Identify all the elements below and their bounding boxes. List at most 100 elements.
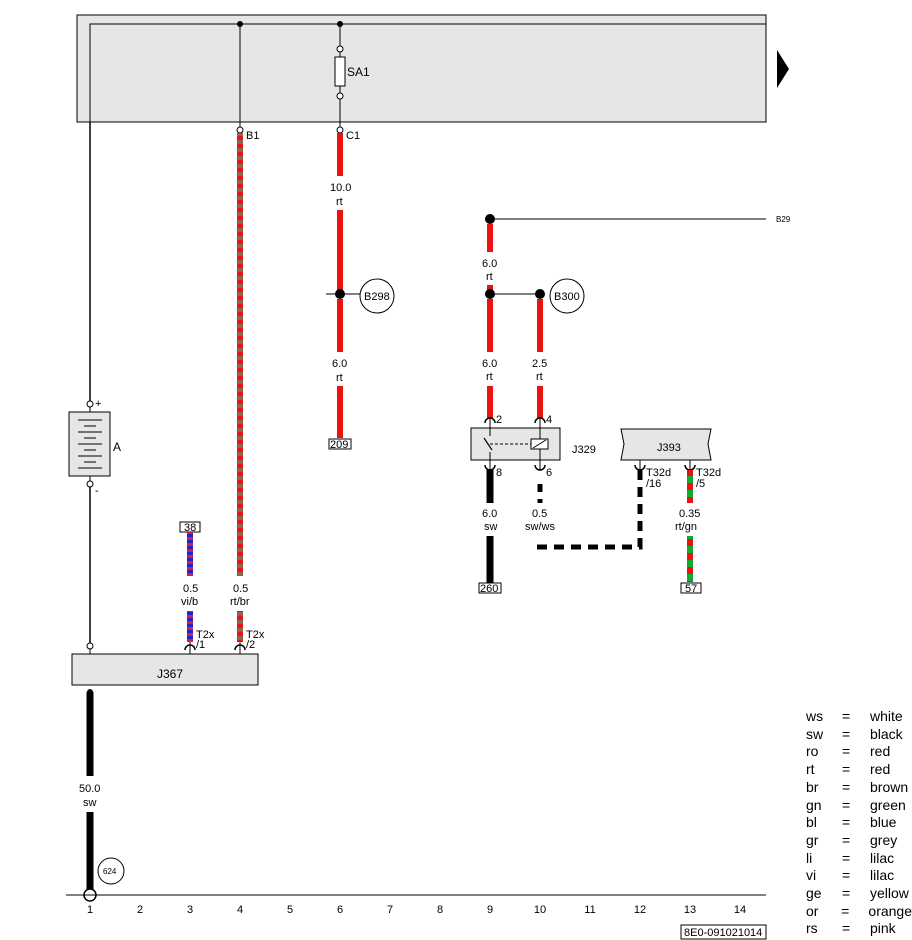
legend-row: gn=green: [806, 797, 912, 815]
legend-code: ws: [806, 708, 824, 724]
j393-pin16-label-a: T32d: [646, 467, 671, 479]
legend-row: ws=white: [806, 708, 912, 726]
connection-b300-label: B300: [554, 291, 580, 303]
column-number-13: 13: [684, 904, 696, 916]
battery-plus-label: +: [95, 398, 101, 410]
ground-point-624-label: 624: [103, 867, 117, 876]
legend-row: or=orange: [806, 903, 912, 921]
legend-equals: =: [842, 796, 851, 813]
legend-equals: =: [842, 743, 851, 760]
wire-6-rt-col6-size: 6.0: [332, 358, 347, 370]
fuse-contact-bottom: [336, 92, 344, 100]
column-number-7: 7: [387, 904, 393, 916]
component-j367[interactable]: [71, 653, 259, 686]
b29-label: B29: [776, 215, 791, 224]
wire-6-sw-color: sw: [484, 521, 498, 533]
column-number-4: 4: [237, 904, 243, 916]
wire-05-swws-color: sw/ws: [525, 521, 555, 533]
wire-vib-size: 0.5: [183, 583, 198, 595]
ref-38-label: 38: [184, 522, 196, 534]
legend-color-name: blue: [870, 814, 897, 831]
legend-row: vi=lilac: [806, 867, 912, 885]
terminal-c1-label: C1: [346, 130, 360, 142]
connection-b300[interactable]: [549, 278, 585, 314]
j367-terminal-col1: [86, 642, 94, 650]
legend-color-name: red: [870, 743, 891, 760]
legend-equals: =: [842, 814, 851, 831]
legend-equals: =: [842, 725, 851, 742]
ref-57[interactable]: [680, 582, 702, 594]
legend-equals: =: [842, 778, 851, 795]
wire-6-rt-col9-top-color: rt: [486, 271, 493, 283]
j393-label: J393: [657, 442, 681, 454]
battery-plus-terminal: [86, 400, 94, 408]
j329-pin6-label: 6: [546, 467, 552, 479]
j367-label: J367: [157, 667, 183, 681]
legend-equals: =: [841, 902, 850, 919]
legend-row: li=lilac: [806, 850, 912, 868]
legend-code: gr: [806, 831, 819, 848]
legend-row: ge=yellow: [806, 885, 912, 903]
legend-equals: =: [842, 831, 851, 848]
legend-equals: =: [842, 708, 851, 724]
legend-color-name: lilac: [870, 867, 895, 884]
legend-equals: =: [842, 761, 851, 778]
legend-row: rt=red: [806, 761, 912, 779]
battery-minus-terminal: [86, 480, 94, 488]
fuse-sa1[interactable]: [334, 56, 346, 87]
legend-equals: =: [842, 885, 851, 902]
legend-row: sw=black: [806, 726, 912, 744]
component-j393[interactable]: [620, 428, 712, 461]
ref-260-label: 260: [480, 583, 498, 595]
ref-209[interactable]: [328, 438, 352, 450]
legend-row: br=brown: [806, 779, 912, 797]
legend-color-name: pink: [870, 920, 896, 937]
column-number-1: 1: [87, 904, 93, 916]
wire-rtbr-color: rt/br: [230, 596, 250, 608]
j393-pin5-label-b: /5: [696, 478, 705, 490]
b300-node: [535, 289, 545, 299]
j329-coil-diagonal: [532, 439, 547, 449]
wire-25-rt-size: 2.5: [532, 358, 547, 370]
battery-minus-label: -: [95, 485, 99, 497]
wire-6-rt-col6-color: rt: [336, 372, 343, 384]
wire-25-rt-color: rt: [536, 371, 543, 383]
column-number-3: 3: [187, 904, 193, 916]
terminal-c1: [336, 126, 344, 134]
j329-pin8-label: 8: [496, 467, 502, 479]
wire-vib-color: vi/b: [181, 596, 198, 608]
j367-pin1-label-a: T2x: [196, 629, 215, 641]
ref-57-label: 57: [685, 583, 697, 595]
j393-pin16-label-b: /16: [646, 478, 661, 490]
wire-035-rtgn-size: 0.35: [679, 508, 700, 520]
legend-color-name: orange: [868, 902, 912, 919]
column-number-8: 8: [437, 904, 443, 916]
legend-code: ge: [806, 885, 822, 902]
fuse-box-inner-bus: [89, 23, 766, 122]
legend-color-name: green: [870, 796, 906, 813]
j367-pin2-label-b: /2: [246, 639, 255, 651]
j329-pin4-label: 4: [546, 414, 552, 426]
wire-10-rt-size: 10.0: [330, 182, 351, 194]
legend-code: br: [806, 778, 819, 795]
wire-6-rt-col9-mid-color: rt: [486, 371, 493, 383]
doc-number-box: [680, 924, 767, 940]
legend-color-name: red: [870, 761, 891, 778]
legend-code: li: [806, 849, 813, 866]
j393-pin5-label-a: T32d: [696, 467, 721, 479]
wire-035-rtgn-color: rt/gn: [675, 521, 697, 533]
legend-row: gr = grey: [806, 832, 912, 850]
terminal-b1-label: B1: [246, 130, 259, 142]
connection-b298[interactable]: [359, 278, 395, 314]
j367-pin2-label-a: T2x: [246, 629, 265, 641]
ref-260[interactable]: [478, 582, 502, 594]
ref-209-label: 209: [330, 439, 348, 451]
page-continuation-arrow-icon[interactable]: [777, 50, 789, 88]
wire-6-rt-col9-top-size: 6.0: [482, 258, 497, 270]
fuse-contact-top: [336, 45, 344, 53]
wire-05-swws-size: 0.5: [532, 508, 547, 520]
ground-point-624[interactable]: [97, 857, 125, 885]
legend-color-name: grey: [870, 831, 898, 848]
j329-switch-contact: [483, 437, 493, 451]
